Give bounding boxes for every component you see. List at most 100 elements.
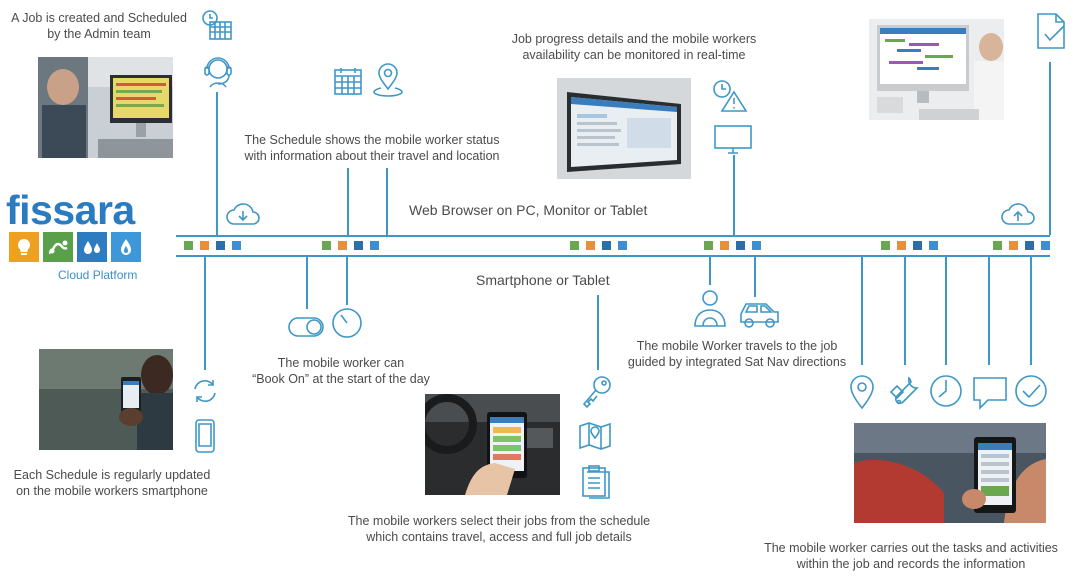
connector <box>346 257 348 305</box>
caption-job-created: A Job is created and Scheduled by the Ad… <box>8 10 190 42</box>
key-icon <box>581 374 613 409</box>
map-icon <box>578 420 612 452</box>
caption-line: with information about their travel and … <box>244 149 500 163</box>
pin-icon <box>848 374 876 410</box>
dot-blue <box>354 241 363 250</box>
dot-lightblue <box>752 241 761 250</box>
caption-line: guided by integrated Sat Nav directions <box>627 355 847 369</box>
smartphone-line <box>176 255 1050 257</box>
caption-line: The mobile Worker travels to the job <box>636 339 838 353</box>
caption-line: The Schedule shows the mobile worker sta… <box>244 133 500 147</box>
dot-blue <box>736 241 745 250</box>
dot-green <box>184 241 193 250</box>
caption-travels: The mobile Worker travels to the job gui… <box>606 338 868 370</box>
dot-blue <box>602 241 611 250</box>
dots-group <box>184 241 241 250</box>
headset-icon <box>203 54 233 88</box>
water-drops-icon <box>77 232 107 262</box>
photo-field-worker <box>854 423 1046 523</box>
caption-line: which contains travel, access and full j… <box>366 530 632 544</box>
wrench-icon <box>887 374 923 410</box>
dot-lightblue <box>370 241 379 250</box>
connector <box>733 155 735 235</box>
dot-orange <box>338 241 347 250</box>
dot-lightblue <box>929 241 938 250</box>
photo-worker-phone <box>39 349 173 450</box>
dot-green <box>704 241 713 250</box>
cloud-upload-icon <box>999 200 1037 228</box>
calendar-icon <box>333 66 363 96</box>
document-check-icon <box>1035 12 1069 50</box>
caption-line: on the mobile workers smartphone <box>16 484 208 498</box>
dot-orange <box>1009 241 1018 250</box>
stopwatch-icon <box>331 305 363 339</box>
caption-line: The mobile workers select their jobs fro… <box>347 514 651 528</box>
brand-logo-text: fissara <box>6 187 135 233</box>
check-circle-icon <box>1014 374 1048 408</box>
caption-line: The mobile worker can <box>277 356 405 370</box>
monitor-icon <box>713 124 753 156</box>
dots-group <box>993 241 1050 250</box>
chat-icon <box>972 376 1008 410</box>
caption-line: The mobile worker carries out the tasks … <box>764 541 1058 555</box>
dots-group <box>704 241 761 250</box>
caption-line: within the job and records the informati… <box>796 557 1026 571</box>
car-icon <box>738 300 780 330</box>
clock-calendar-icon <box>201 9 233 41</box>
caption-line: A Job is created and Scheduled <box>11 11 187 25</box>
dot-lightblue <box>232 241 241 250</box>
photo-admin-desk <box>38 57 173 158</box>
caption-book-on: The mobile worker can “Book On” at the s… <box>222 355 460 387</box>
connector <box>216 92 218 235</box>
connector <box>386 168 388 235</box>
caption-line: Each Schedule is regularly updated <box>13 468 211 482</box>
dots-group <box>570 241 627 250</box>
connector <box>904 257 906 365</box>
smartphone-label: Smartphone or Tablet <box>476 272 610 288</box>
caption-carries-out: The mobile worker carries out the tasks … <box>748 540 1074 572</box>
brand-subtitle: Cloud Platform <box>58 268 138 282</box>
clipboard-icon <box>581 464 611 499</box>
dots-group <box>881 241 938 250</box>
dot-green <box>881 241 890 250</box>
dot-orange <box>897 241 906 250</box>
caption-line: by the Admin team <box>47 27 151 41</box>
connector <box>945 257 947 365</box>
flame-drop-icon <box>111 232 141 262</box>
dot-orange <box>720 241 729 250</box>
brand-tiles <box>9 232 141 262</box>
connector <box>597 295 599 370</box>
connector <box>1049 62 1051 235</box>
dot-orange <box>586 241 595 250</box>
dot-blue <box>913 241 922 250</box>
caption-progress: Job progress details and the mobile work… <box>492 31 776 63</box>
connector <box>861 257 863 365</box>
plug-icon <box>43 232 73 262</box>
connector <box>754 257 756 297</box>
connector <box>988 257 990 365</box>
photo-monitor-wall <box>557 78 691 179</box>
caption-line: availability can be monitored in real-ti… <box>522 48 746 62</box>
dot-orange <box>200 241 209 250</box>
photo-car-dashboard <box>425 394 560 495</box>
cloud-download-icon <box>224 200 262 228</box>
caption-schedule-updated: Each Schedule is regularly updated on th… <box>2 467 222 499</box>
connector <box>204 257 206 370</box>
dots-group <box>322 241 379 250</box>
dot-lightblue <box>1041 241 1050 250</box>
dot-blue <box>216 241 225 250</box>
map-pin-icon <box>372 63 404 98</box>
dot-lightblue <box>618 241 627 250</box>
photo-office-imac <box>869 19 1004 120</box>
caption-schedule-status: The Schedule shows the mobile worker sta… <box>224 132 520 164</box>
caption-line: Job progress details and the mobile work… <box>511 32 757 46</box>
caption-line: “Book On” at the start of the day <box>252 372 430 386</box>
dot-blue <box>1025 241 1034 250</box>
web-browser-label: Web Browser on PC, Monitor or Tablet <box>409 202 648 218</box>
connector <box>306 257 308 309</box>
clock-icon <box>929 374 963 408</box>
dot-green <box>993 241 1002 250</box>
connector <box>1030 257 1032 365</box>
smartphone-icon <box>194 418 216 454</box>
lightbulb-icon <box>9 232 39 262</box>
